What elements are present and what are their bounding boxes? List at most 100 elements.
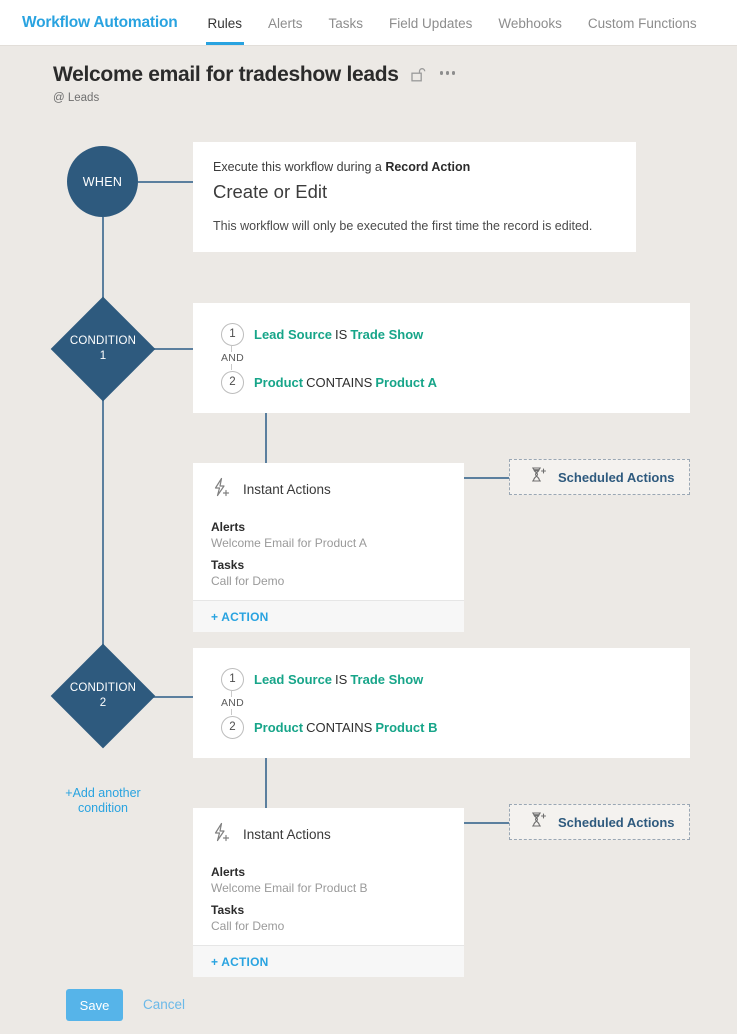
lightning-plus-icon (211, 822, 232, 847)
criteria-operator: CONTAINS (306, 719, 373, 735)
when-trigger-card[interactable]: Execute this workflow during a Record Ac… (193, 142, 636, 252)
criteria-operator: IS (335, 671, 348, 687)
criteria-operator: CONTAINS (306, 374, 373, 390)
criteria-index: 1 (221, 667, 244, 691)
action-group-value: Welcome Email for Product B (211, 881, 368, 895)
instant-actions-title: Instant Actions (243, 482, 331, 497)
add-action-label: + ACTION (211, 609, 269, 624)
add-action-button-1[interactable]: + ACTION (193, 600, 464, 632)
scheduled-actions-button-1[interactable]: Scheduled Actions (509, 459, 690, 495)
criteria-value: Trade Show (350, 671, 424, 687)
condition-2-label-line2: 2 (99, 697, 107, 709)
condition-2-label-line1: CONDITION (69, 682, 137, 694)
connector-when-to-condition1 (102, 217, 104, 311)
ellipsis-dot (439, 71, 444, 75)
instant-actions-header: Instant Actions (193, 463, 464, 502)
criteria-join-row: AND (193, 691, 690, 715)
scheduled-actions-label: Scheduled Actions (558, 469, 675, 485)
ellipsis-icon[interactable] (439, 71, 456, 79)
save-button[interactable]: Save (66, 989, 123, 1021)
instant-actions-title: Instant Actions (243, 827, 331, 842)
cancel-button[interactable]: Cancel (143, 997, 186, 1012)
criteria-value: Product A (375, 374, 437, 390)
condition-1-node[interactable]: CONDITION 1 (50, 296, 156, 402)
criteria-index: 1 (221, 322, 244, 346)
top-navigation-bar: Workflow Automation Rules Alerts Tasks F… (0, 0, 737, 46)
condition-2-label: CONDITION 2 (70, 681, 136, 711)
scheduled-actions-label: Scheduled Actions (558, 814, 675, 830)
ellipsis-dot (451, 71, 456, 75)
condition-1-label-line1: CONDITION (69, 335, 137, 347)
tab-field-updates[interactable]: Field Updates (389, 16, 473, 31)
criteria-field: Product (254, 374, 304, 390)
criteria-join-row: AND (193, 346, 690, 370)
action-group-value: Welcome Email for Product A (211, 536, 367, 550)
add-another-condition-link[interactable]: +Add another condition (65, 786, 141, 815)
connector-actions2-to-scheduled2 (464, 822, 510, 824)
when-trigger-note: This workflow will only be executed the … (213, 219, 593, 233)
action-group-label: Tasks (211, 903, 245, 917)
criteria-join-label: AND (221, 697, 248, 709)
scheduled-actions-button-2[interactable]: Scheduled Actions (509, 804, 690, 840)
action-group-label: Tasks (211, 558, 245, 572)
when-node-label: WHEN (82, 174, 123, 189)
criteria-join-label: AND (221, 352, 248, 364)
action-group-label: Alerts (211, 520, 246, 534)
tab-alerts[interactable]: Alerts (268, 16, 303, 31)
criteria-index: 2 (221, 715, 244, 739)
criteria-field: Lead Source (254, 671, 333, 687)
criteria-field: Product (254, 719, 304, 735)
criteria-index: 2 (221, 370, 244, 394)
connector-condition2-to-card (138, 696, 193, 698)
when-trigger-prefix: Execute this workflow during a (213, 160, 386, 174)
criteria-field: Lead Source (254, 326, 333, 342)
condition-2-node[interactable]: CONDITION 2 (50, 643, 156, 749)
tab-tasks[interactable]: Tasks (328, 16, 364, 31)
instant-actions-card-2[interactable]: Instant Actions Alerts Welcome Email for… (193, 808, 464, 977)
criteria-value: Trade Show (350, 326, 424, 342)
instant-actions-header: Instant Actions (193, 808, 464, 847)
unlock-icon[interactable] (411, 67, 426, 83)
tab-webhooks[interactable]: Webhooks (498, 16, 562, 31)
instant-actions-body: Alerts Welcome Email for Product B Tasks… (193, 847, 464, 945)
add-action-label: + ACTION (211, 954, 269, 969)
tab-custom-functions[interactable]: Custom Functions (587, 16, 697, 31)
when-node[interactable]: WHEN (67, 146, 138, 217)
instant-actions-body: Alerts Welcome Email for Product A Tasks… (193, 502, 464, 600)
connector-criteria2-to-actions2 (265, 756, 267, 809)
hourglass-plus-icon (530, 811, 547, 834)
action-group-value: Call for Demo (211, 574, 285, 588)
condition-1-label-line2: 1 (99, 350, 107, 362)
when-trigger-type: Record Action (385, 160, 471, 174)
tab-rules[interactable]: Rules (205, 16, 244, 45)
add-action-button-2[interactable]: + ACTION (193, 945, 464, 977)
when-trigger-action: Create or Edit (213, 181, 328, 202)
condition-1-label: CONDITION 1 (70, 334, 136, 364)
ellipsis-dot (445, 71, 450, 75)
connector-condition1-to-card (138, 348, 193, 350)
instant-actions-card-1[interactable]: Instant Actions Alerts Welcome Email for… (193, 463, 464, 632)
module-subtitle: @ Leads (53, 92, 100, 104)
hourglass-plus-icon (530, 466, 547, 489)
app-brand-title: Workflow Automation (22, 13, 178, 31)
when-trigger-description: Execute this workflow during a Record Ac… (213, 160, 470, 174)
connector-when-to-card (138, 181, 193, 183)
action-group-value: Call for Demo (211, 919, 285, 933)
lightning-plus-icon (211, 477, 232, 502)
criteria-operator: IS (335, 326, 348, 342)
connector-actions1-to-scheduled1 (464, 477, 510, 479)
page-title: Welcome email for tradeshow leads (53, 63, 399, 86)
connector-criteria1-to-actions1 (265, 411, 267, 464)
action-group-label: Alerts (211, 865, 246, 879)
